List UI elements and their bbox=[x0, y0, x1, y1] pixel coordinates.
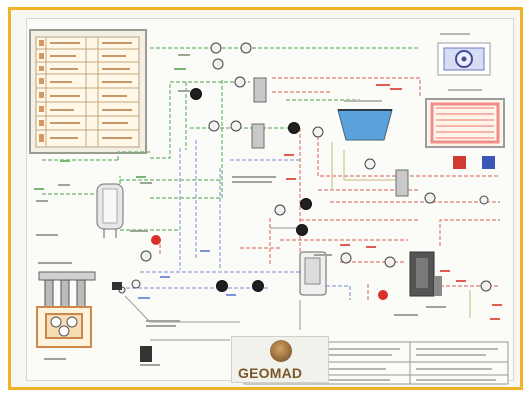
grey-lines bbox=[124, 227, 301, 341]
buffer-tank-left bbox=[96, 183, 124, 238]
geomad-logo-text: GEOMAD bbox=[238, 365, 303, 381]
buffer-tank-center bbox=[299, 251, 327, 296]
fan-unit bbox=[437, 33, 491, 76]
geothermal-probes bbox=[36, 271, 96, 348]
floor-heating-panel bbox=[425, 89, 505, 148]
supply-pipes bbox=[331, 142, 471, 318]
heat-pump-unit bbox=[409, 251, 442, 297]
green-tags bbox=[34, 68, 186, 190]
red-pipes bbox=[159, 77, 500, 300]
cooling-indicator bbox=[482, 156, 495, 169]
control-box bbox=[140, 346, 152, 362]
geomad-logo-icon bbox=[270, 340, 292, 362]
heat-exchangers bbox=[251, 77, 409, 197]
small-labels bbox=[36, 54, 446, 366]
legend-table bbox=[29, 29, 147, 154]
red-tags bbox=[284, 84, 502, 320]
blue-tags bbox=[138, 250, 236, 299]
pumps bbox=[118, 42, 492, 294]
red-valves bbox=[151, 235, 388, 300]
sensor-block bbox=[112, 282, 122, 290]
heating-indicator bbox=[453, 156, 466, 169]
water-tank bbox=[337, 100, 393, 141]
